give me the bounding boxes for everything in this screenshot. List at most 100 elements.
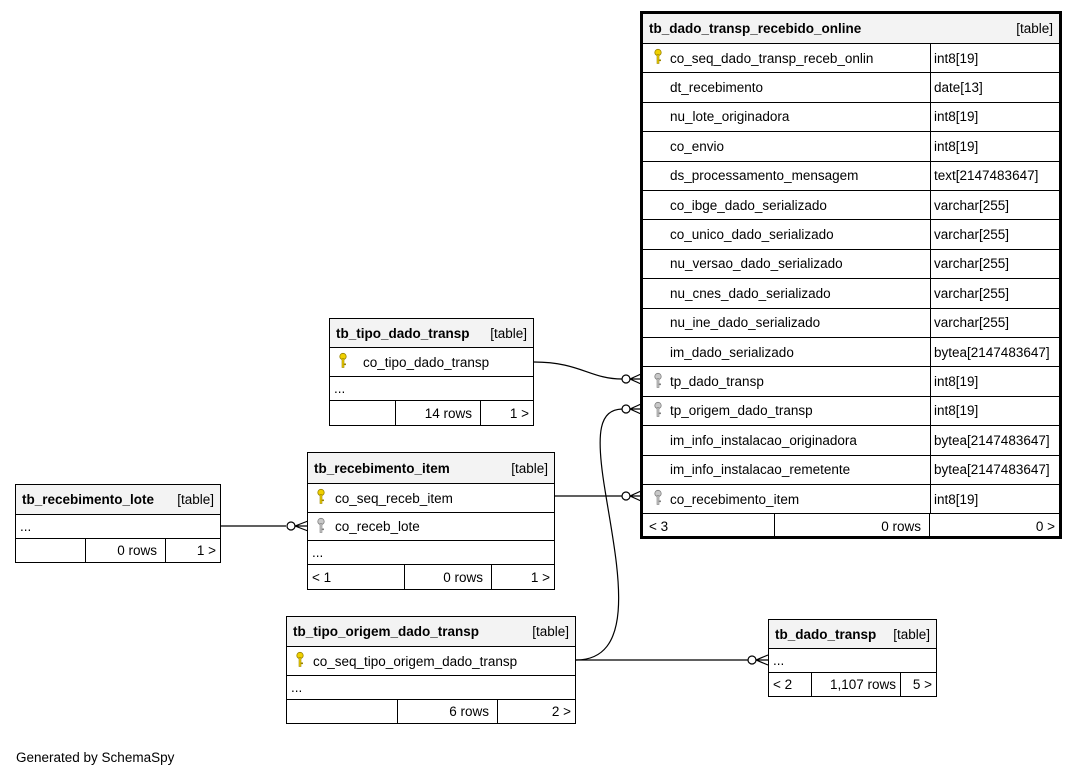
column-type: varchar[255] [934, 256, 1010, 272]
column-type: int8[19] [934, 138, 979, 154]
table-header: tb_dado_transp [table] [769, 620, 936, 649]
primary-key-icon [338, 352, 348, 372]
crowfoot-item-receb-lote [286, 520, 309, 532]
column-name: im_dado_serializado [670, 344, 794, 360]
column-name: tp_dado_transp [670, 374, 764, 390]
table-tb-tipo-origem-dado-transp[interactable]: tb_tipo_origem_dado_transp [table] co_se… [286, 616, 576, 724]
column-name: co_envio [670, 138, 725, 154]
table-name: tb_dado_transp_recebido_online [649, 21, 862, 36]
column-name: nu_cnes_dado_serializado [670, 285, 831, 301]
ellipsis-row: ... [287, 676, 575, 700]
ellipsis: ... [20, 519, 32, 534]
column-row[interactable]: ds_processamento_mensagem text[2147483647… [643, 161, 1059, 191]
foreign-key-icon [653, 401, 663, 420]
primary-key-icon [316, 488, 326, 508]
children-count[interactable]: 2 > [551, 704, 571, 719]
primary-key-icon [653, 49, 663, 68]
column-name: nu_ine_dado_serializado [670, 315, 821, 331]
column-row[interactable]: co_seq_dado_transp_receb_onlin int8[19] [643, 44, 1059, 74]
table-header: tb_recebimento_item [table] [308, 453, 554, 484]
column-row[interactable]: co_tipo_dado_transp [330, 348, 533, 377]
table-footer: < 3 0 rows 0 > [643, 514, 1059, 539]
table-tb-tipo-dado-transp[interactable]: tb_tipo_dado_transp [table] co_tipo_dado… [329, 318, 534, 426]
column-name: ds_processamento_mensagem [670, 168, 859, 184]
column-row[interactable]: tp_dado_transp int8[19] [643, 367, 1059, 397]
column-name: dt_recebimento [670, 80, 764, 96]
column-type: int8[19] [934, 403, 979, 419]
row-count: 14 rows [424, 405, 472, 421]
column-name: co_seq_dado_transp_receb_onlin [670, 50, 874, 66]
table-footer: 6 rows 2 > [287, 700, 575, 723]
table-type-tag: [table] [893, 626, 930, 642]
table-type-tag: [table] [177, 492, 214, 507]
column-type: int8[19] [934, 50, 979, 66]
column-row[interactable]: nu_cnes_dado_serializado varchar[255] [643, 279, 1059, 309]
parents-count[interactable]: < 2 [773, 677, 793, 692]
column-type: varchar[255] [934, 315, 1010, 331]
row-count: 0 rows [881, 518, 921, 534]
table-tb-dado-transp[interactable]: tb_dado_transp [table] ... < 2 1,107 row… [768, 619, 937, 697]
table-tb-recebimento-lote[interactable]: tb_recebimento_lote [table] ... 0 rows 1… [15, 484, 221, 563]
ellipsis-row: ... [308, 541, 554, 565]
children-count[interactable]: 0 > [1035, 518, 1055, 534]
column-row[interactable]: nu_ine_dado_serializado varchar[255] [643, 308, 1059, 338]
crowfoot-dado-transp [747, 654, 769, 666]
children-count[interactable]: 5 > [912, 677, 932, 692]
crowfoot-online-tp-dado [621, 373, 642, 385]
table-name: tb_recebimento_lote [22, 492, 155, 507]
column-type: varchar[255] [934, 197, 1010, 213]
row-count: 0 rows [443, 569, 483, 585]
relationship-origem-to-online [575, 408, 623, 661]
column-type: text[2147483647] [934, 168, 1039, 184]
children-count[interactable]: 1 > [509, 405, 529, 421]
column-type: date[13] [934, 80, 983, 96]
table-header: tb_tipo_dado_transp [table] [330, 319, 533, 348]
column-name: co_receb_lote [335, 519, 420, 534]
column-type: int8[19] [934, 491, 979, 507]
column-type: int8[19] [934, 374, 979, 390]
table-tb-recebimento-item[interactable]: tb_recebimento_item [table] co_seq_receb… [307, 452, 555, 590]
parents-count[interactable]: < 1 [312, 569, 332, 585]
table-name: tb_tipo_origem_dado_transp [293, 624, 480, 639]
table-type-tag: [table] [490, 325, 527, 341]
table-tb-dado-transp-recebido-online[interactable]: tb_dado_transp_recebido_online [table] c… [640, 11, 1062, 539]
column-row[interactable]: co_envio int8[19] [643, 132, 1059, 162]
column-name: nu_versao_dado_serializado [670, 256, 843, 272]
foreign-key-icon [653, 372, 663, 391]
column-name: co_ibge_dado_serializado [670, 197, 827, 213]
table-header: tb_recebimento_lote [table] [16, 485, 220, 515]
children-count[interactable]: 1 > [196, 543, 216, 558]
column-row[interactable]: nu_versao_dado_serializado varchar[255] [643, 249, 1059, 280]
table-type-tag: [table] [532, 624, 569, 639]
table-header: tb_dado_transp_recebido_online [table] [643, 14, 1059, 44]
primary-key-icon [295, 651, 305, 671]
column-name: im_info_instalacao_originadora [670, 432, 857, 448]
column-type: varchar[255] [934, 285, 1010, 301]
row-count: 0 rows [117, 543, 157, 558]
column-row[interactable]: im_dado_serializado bytea[2147483647] [643, 338, 1059, 368]
column-name: nu_lote_originadora [670, 109, 790, 125]
ellipsis: ... [773, 653, 785, 668]
table-type-tag: [table] [511, 460, 548, 476]
column-type: bytea[2147483647] [934, 344, 1050, 360]
column-name: tp_origem_dado_transp [670, 403, 813, 419]
row-count: 6 rows [449, 704, 489, 719]
column-type: varchar[255] [934, 227, 1010, 243]
children-count[interactable]: 1 > [530, 569, 550, 585]
ellipsis-row: ... [330, 377, 533, 401]
column-row[interactable]: tp_origem_dado_transp int8[19] [643, 396, 1059, 427]
column-row[interactable]: co_seq_receb_item [308, 484, 554, 513]
parents-count[interactable]: < 3 [649, 518, 669, 534]
column-row[interactable]: dt_recebimento date[13] [643, 73, 1059, 103]
column-row[interactable]: co_ibge_dado_serializado varchar[255] [643, 191, 1059, 221]
column-row[interactable]: co_receb_lote [308, 513, 554, 541]
table-name: tb_tipo_dado_transp [336, 325, 470, 341]
column-row[interactable]: co_seq_tipo_origem_dado_transp [287, 647, 575, 676]
table-header: tb_tipo_origem_dado_transp [table] [287, 617, 575, 647]
